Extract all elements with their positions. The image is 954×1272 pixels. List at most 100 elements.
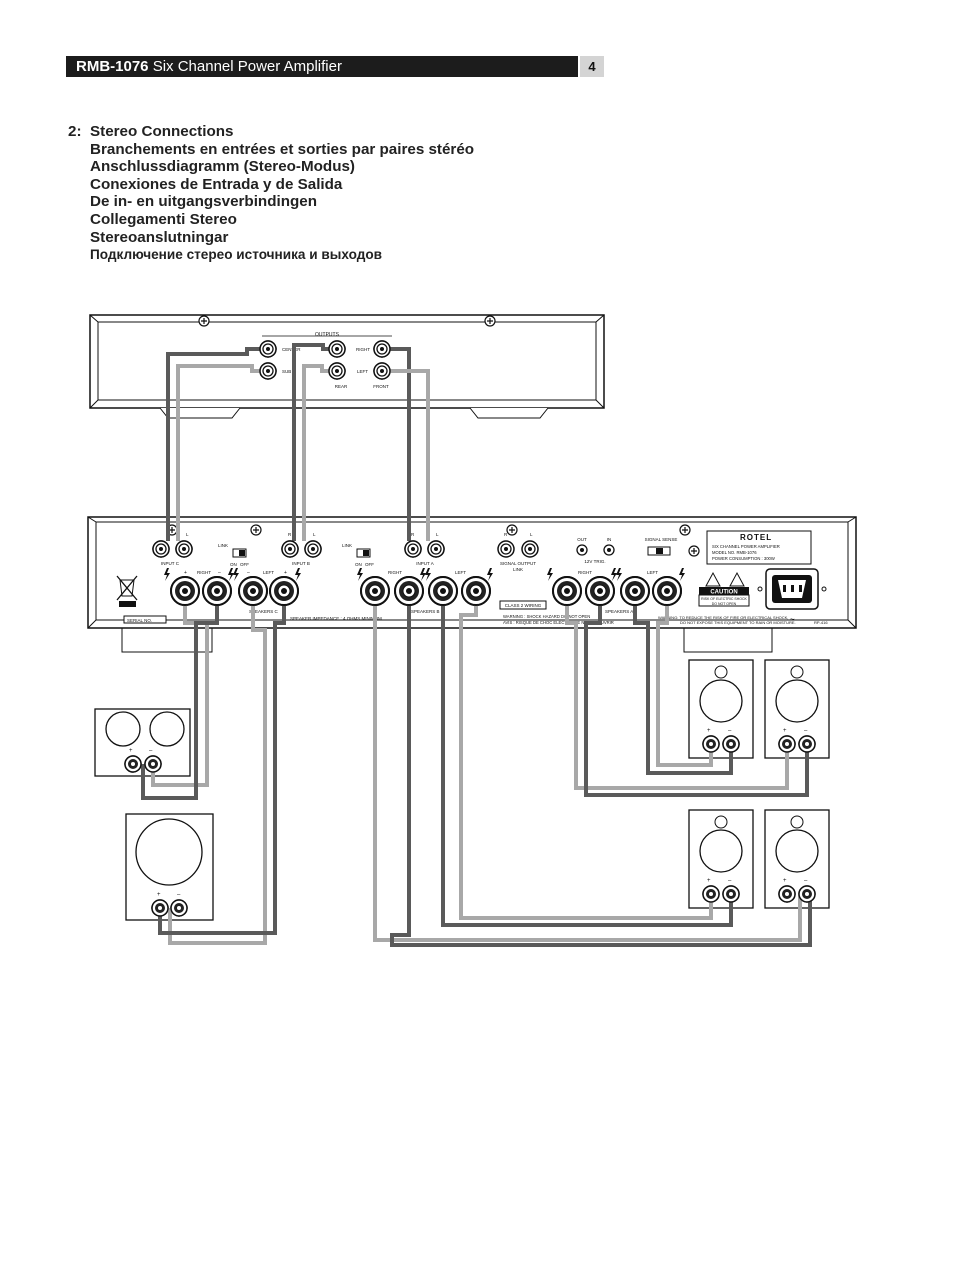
spk-c-plus-1: + bbox=[184, 570, 187, 576]
subwoofer: + – bbox=[125, 813, 214, 921]
heading-nl: De in- en uitgangsverbindingen bbox=[90, 193, 317, 211]
cable-front-left-plus bbox=[656, 605, 713, 767]
signal-output-link-label: LINK bbox=[513, 567, 523, 572]
speakers-a-label: SPEAKERS A bbox=[605, 609, 633, 614]
sub-label: SUB bbox=[282, 369, 291, 374]
left-label: LEFT bbox=[357, 369, 368, 374]
speaker-a-left: + – bbox=[688, 659, 754, 759]
link-c-label: LINK bbox=[218, 543, 228, 548]
cable-sub-to-input-c bbox=[176, 364, 268, 541]
cable-rear-left-plus bbox=[459, 605, 713, 920]
trigger-out-label: OUT bbox=[577, 537, 587, 542]
heading-en: Stereo Connections bbox=[90, 123, 234, 140]
page-number: 4 bbox=[580, 56, 604, 77]
model-name: RMB-1076 bbox=[76, 58, 149, 75]
spk-b-l-minus: – bbox=[728, 878, 732, 884]
spk-a-right-label: RIGHT bbox=[578, 570, 592, 575]
weee-recycling-icon bbox=[116, 575, 138, 607]
model-code: RP-416 bbox=[814, 620, 828, 625]
cable-center-minus bbox=[141, 605, 219, 800]
cable-sub-minus bbox=[158, 605, 286, 935]
caution-title: CAUTION bbox=[710, 590, 737, 596]
heading-it: Collegamenti Stereo bbox=[90, 210, 237, 228]
spk-b-r-minus: – bbox=[804, 878, 808, 884]
link-c-on: ON bbox=[230, 562, 237, 567]
warning-shock-fr: AVIS : RISQUE DE CHOC ELECTRIQUE NE PAS … bbox=[503, 620, 614, 625]
spk-a-r-plus: + bbox=[783, 728, 787, 734]
cable-rear-left-to-input-b bbox=[302, 364, 337, 541]
spk-b-left-label: LEFT bbox=[455, 570, 466, 575]
input-b-label: INPUT B bbox=[292, 561, 310, 566]
speakers-c-label: SPEAKERS C bbox=[249, 609, 279, 614]
ac-symbol: ~ bbox=[790, 615, 795, 624]
front-label: FRONT bbox=[373, 384, 389, 389]
cable-front-left-minus bbox=[633, 605, 733, 775]
cable-front-left-to-input-a bbox=[382, 369, 430, 541]
section-number: 2: bbox=[68, 123, 82, 140]
signal-r-label: R bbox=[504, 532, 508, 537]
rotel-logo: ROTEL bbox=[740, 533, 772, 542]
link-b-on: ON bbox=[355, 562, 362, 567]
spk-c-minus-1: – bbox=[218, 570, 221, 576]
sub-minus: – bbox=[177, 892, 181, 898]
spk-a-r-minus: – bbox=[804, 728, 808, 734]
speaker-b-right: + – bbox=[764, 809, 830, 909]
heading-ru: Подключение стерео источника и выходов bbox=[90, 247, 382, 263]
spk-c-right-label: RIGHT bbox=[197, 570, 211, 575]
center-label: CENTER bbox=[282, 347, 301, 352]
trigger-label: 12V TRIG. bbox=[584, 559, 605, 564]
warning-fire-2: DO NOT EXPOSE THIS EQUIPMENT TO RAIN OR … bbox=[680, 620, 796, 625]
link-b-label: LINK bbox=[342, 543, 352, 548]
caution-line-2: DO NOT OPEN bbox=[712, 602, 737, 606]
spec-line-2: MODEL NO. RMB-1076 bbox=[712, 550, 757, 555]
section-headings: 2: Stereo Connections Branchements en ent… bbox=[68, 123, 474, 264]
rear-label: REAR bbox=[335, 384, 348, 389]
class2-label: CLASS 2 WIRING bbox=[505, 603, 542, 608]
spk-a-l-plus: + bbox=[707, 728, 711, 734]
spk-c-left-label: LEFT bbox=[263, 570, 274, 575]
rating-plate: ROTEL SIX CHANNEL POWER AMPLIFIER MODEL … bbox=[706, 530, 812, 565]
speaker-a-right: + – bbox=[764, 659, 830, 759]
spk-c-plus: + bbox=[129, 748, 133, 754]
signal-sense-label: SIGNAL SENSE bbox=[645, 537, 678, 542]
link-b-off: OFF bbox=[365, 562, 374, 567]
input-b-r-label: R bbox=[288, 532, 292, 537]
ac-inlet bbox=[757, 568, 827, 610]
signal-l-label: L bbox=[530, 532, 533, 537]
processor-unit: OUTPUTS CENTER SUB REAR RIGHT LEFT FRONT bbox=[89, 314, 605, 419]
spec-line-3: POWER CONSUMPTION : 300W bbox=[712, 556, 775, 561]
cable-rear-right-plus bbox=[373, 605, 802, 942]
heading-sv: Stereoanslutningar bbox=[90, 228, 229, 246]
warning-shock-en: WARNING : SHOCK HAZARD DO NOT OPEN bbox=[503, 614, 590, 619]
input-a-l-label: L bbox=[436, 532, 439, 537]
spk-c-minus-2: – bbox=[247, 570, 250, 576]
outputs-label: OUTPUTS bbox=[315, 332, 340, 338]
spk-c-minus: – bbox=[149, 748, 153, 754]
cable-front-right-minus bbox=[584, 605, 809, 797]
cables bbox=[141, 343, 812, 947]
input-c-l-label: L bbox=[186, 532, 189, 537]
cable-rear-right-to-input-b bbox=[292, 343, 337, 541]
spk-b-right-label: RIGHT bbox=[388, 570, 402, 575]
signal-output-label: SIGNAL OUTPUT bbox=[500, 561, 536, 566]
heading-es: Conexiones de Entrada y de Salida bbox=[90, 175, 343, 193]
spk-b-r-plus: + bbox=[783, 878, 787, 884]
heading-fr: Branchements en entrées et sorties par p… bbox=[90, 140, 475, 158]
impedance-label: SPEAKER IMPEDANCE : 4 OHMS MINIMUM bbox=[290, 616, 382, 621]
cable-sub-plus bbox=[168, 605, 267, 945]
speaker-b-left: + – bbox=[688, 809, 754, 909]
cable-rear-left-minus bbox=[441, 605, 733, 927]
spk-a-l-minus: – bbox=[728, 728, 732, 734]
warning-fire-1: WARNING: TO REDUCE THE RISK OF FIRE OR E… bbox=[658, 615, 788, 620]
spk-c-plus-2: + bbox=[284, 570, 287, 576]
spk-a-left-label: LEFT bbox=[647, 570, 658, 575]
input-a-label: INPUT A bbox=[416, 561, 433, 566]
input-b-l-label: L bbox=[313, 532, 316, 537]
link-c-off: OFF bbox=[240, 562, 249, 567]
heading-de: Anschlussdiagramm (Stereo-Modus) bbox=[90, 158, 355, 176]
cable-front-right-plus bbox=[565, 605, 789, 790]
cable-center-to-input-c bbox=[166, 347, 268, 541]
document-title: Six Channel Power Amplifier bbox=[152, 58, 342, 75]
input-a-r-label: R bbox=[411, 532, 415, 537]
